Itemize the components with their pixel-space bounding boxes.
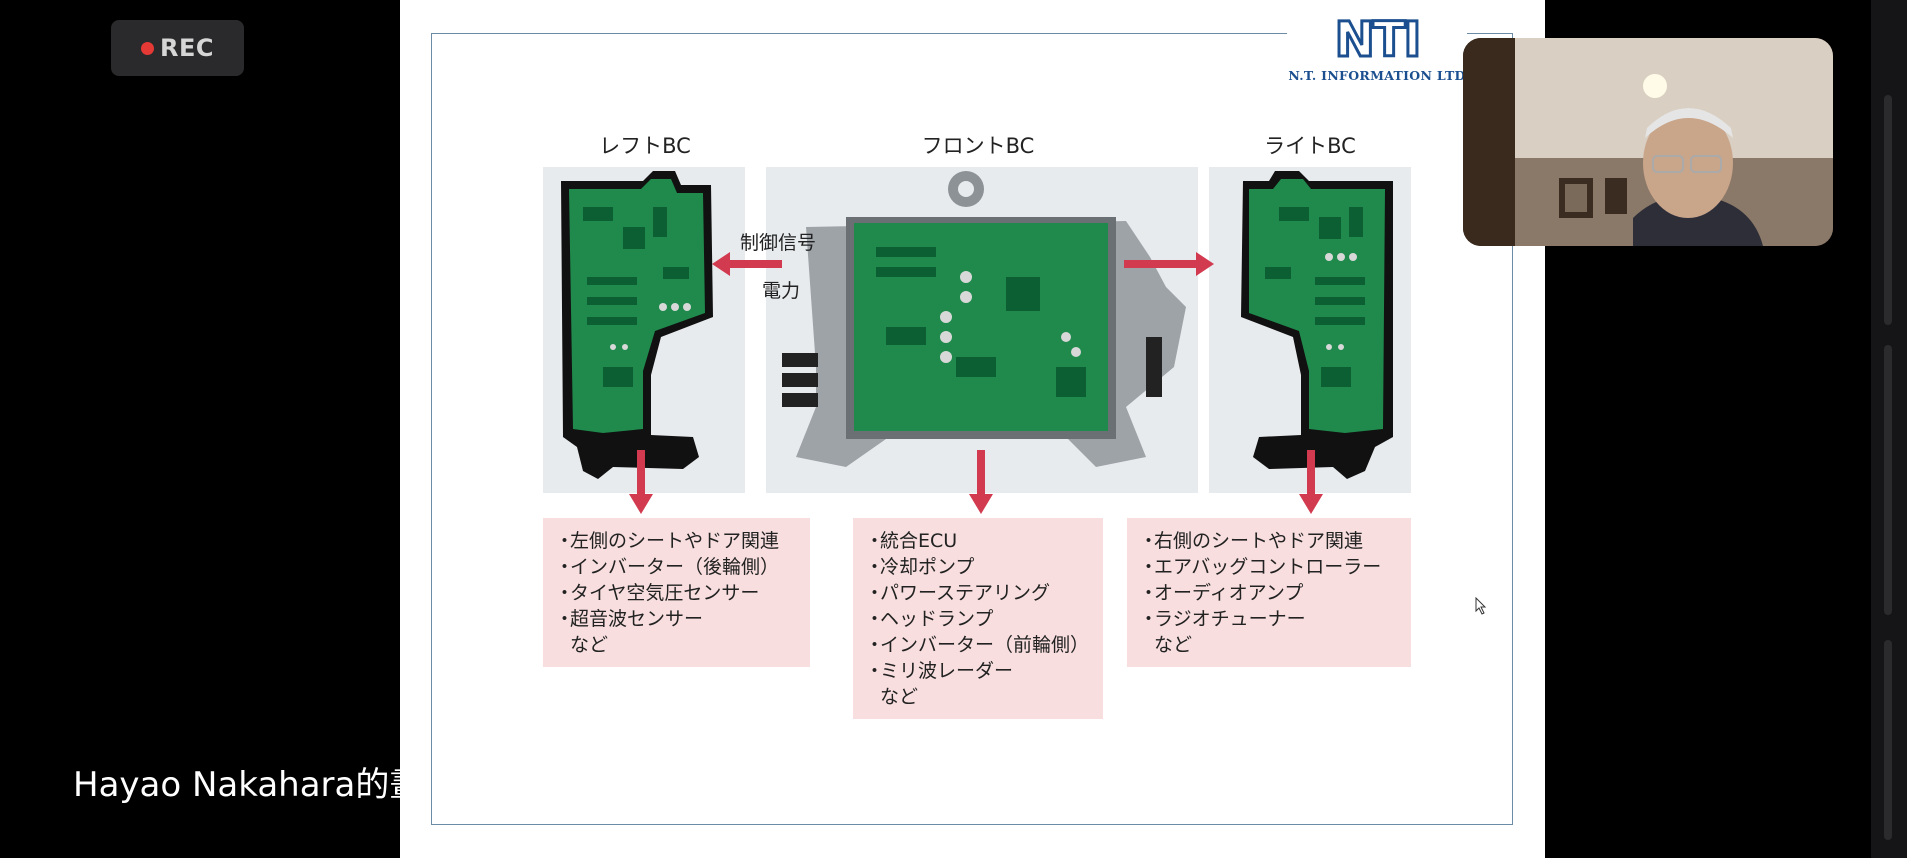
arrow-down-front-head	[969, 494, 993, 514]
scrollbar[interactable]	[1871, 0, 1907, 858]
recording-label: REC	[160, 34, 214, 62]
arrow-down-right-head	[1299, 494, 1323, 514]
front-bc-list: ・統合ECU ・冷却ポンプ ・パワーステアリング ・ヘッドランプ ・インバーター…	[853, 518, 1103, 719]
right-bc-photo	[1209, 167, 1411, 493]
list-item: ・超音波センサー	[555, 608, 704, 630]
left-bc-title: レフトBC	[599, 134, 691, 158]
list-item: ・統合ECU	[865, 530, 958, 552]
slide-frame	[431, 33, 1513, 825]
control-signal-label: 制御信号	[740, 232, 817, 254]
arrow-to-left-head	[712, 252, 730, 276]
shared-slide: NTI N.T. INFORMATION LTD レフトBC フロントBC ライ…	[400, 0, 1545, 858]
scrollbar-segment	[1884, 95, 1892, 325]
arrow-down-left-head	[629, 494, 653, 514]
front-bc-title: フロントBC	[921, 134, 1035, 158]
list-item: ・ラジオチューナー	[1139, 608, 1306, 630]
scrollbar-segment	[1884, 640, 1892, 840]
list-item: ・インバーター（前輪側）	[865, 634, 1090, 656]
recording-indicator[interactable]: REC	[111, 20, 244, 76]
logo-text: N.T. INFORMATION LTD	[1288, 68, 1466, 83]
list-item: ・左側のシートやドア関連	[555, 530, 780, 552]
participant-name-caption: Hayao Nakahara的畫面	[73, 765, 400, 805]
list-item: ・ヘッドランプ	[865, 608, 994, 630]
list-item: ・パワーステアリング	[865, 582, 1051, 604]
mouse-cursor-icon	[1475, 597, 1487, 615]
list-tail: など	[570, 634, 609, 656]
list-item: ・右側のシートやドア関連	[1139, 530, 1364, 552]
arrow-down-right-shaft	[1307, 450, 1315, 496]
list-item: ・タイヤ空気圧センサー	[555, 582, 760, 604]
left-bc-photo	[543, 167, 745, 493]
arrow-down-left-shaft	[637, 450, 645, 496]
list-item: ・インバーター（後輪側）	[555, 556, 780, 578]
list-item: ・エアバッグコントローラー	[1139, 556, 1382, 578]
front-bc-photo	[766, 167, 1198, 493]
logo-mark: NTI	[1333, 12, 1423, 68]
webcam-feed-image	[1463, 38, 1833, 246]
list-tail: など	[880, 686, 919, 708]
record-dot-icon	[141, 41, 154, 55]
right-bc-title: ライトBC	[1264, 134, 1356, 158]
left-bc-list: ・左側のシートやドア関連 ・インバーター（後輪側） ・タイヤ空気圧センサー ・超…	[543, 518, 810, 667]
arrow-to-right-head	[1196, 252, 1214, 276]
company-logo: NTI N.T. INFORMATION LTD	[1287, 12, 1467, 92]
list-item: ・冷却ポンプ	[865, 556, 975, 578]
list-item: ・オーディオアンプ	[1139, 582, 1304, 604]
right-bc-list: ・右側のシートやドア関連 ・エアバッグコントローラー ・オーディオアンプ ・ラジ…	[1127, 518, 1411, 667]
scrollbar-segment	[1884, 345, 1892, 615]
arrow-to-right-shaft	[1124, 260, 1196, 268]
arrow-to-left-shaft	[730, 260, 782, 268]
participant-video[interactable]	[1463, 38, 1833, 246]
list-item: ・ミリ波レーダー	[865, 660, 1014, 682]
power-label: 電力	[762, 280, 801, 302]
arrow-down-front-shaft	[977, 450, 985, 496]
flow-arrows	[629, 252, 1323, 514]
list-tail: など	[1154, 634, 1193, 656]
